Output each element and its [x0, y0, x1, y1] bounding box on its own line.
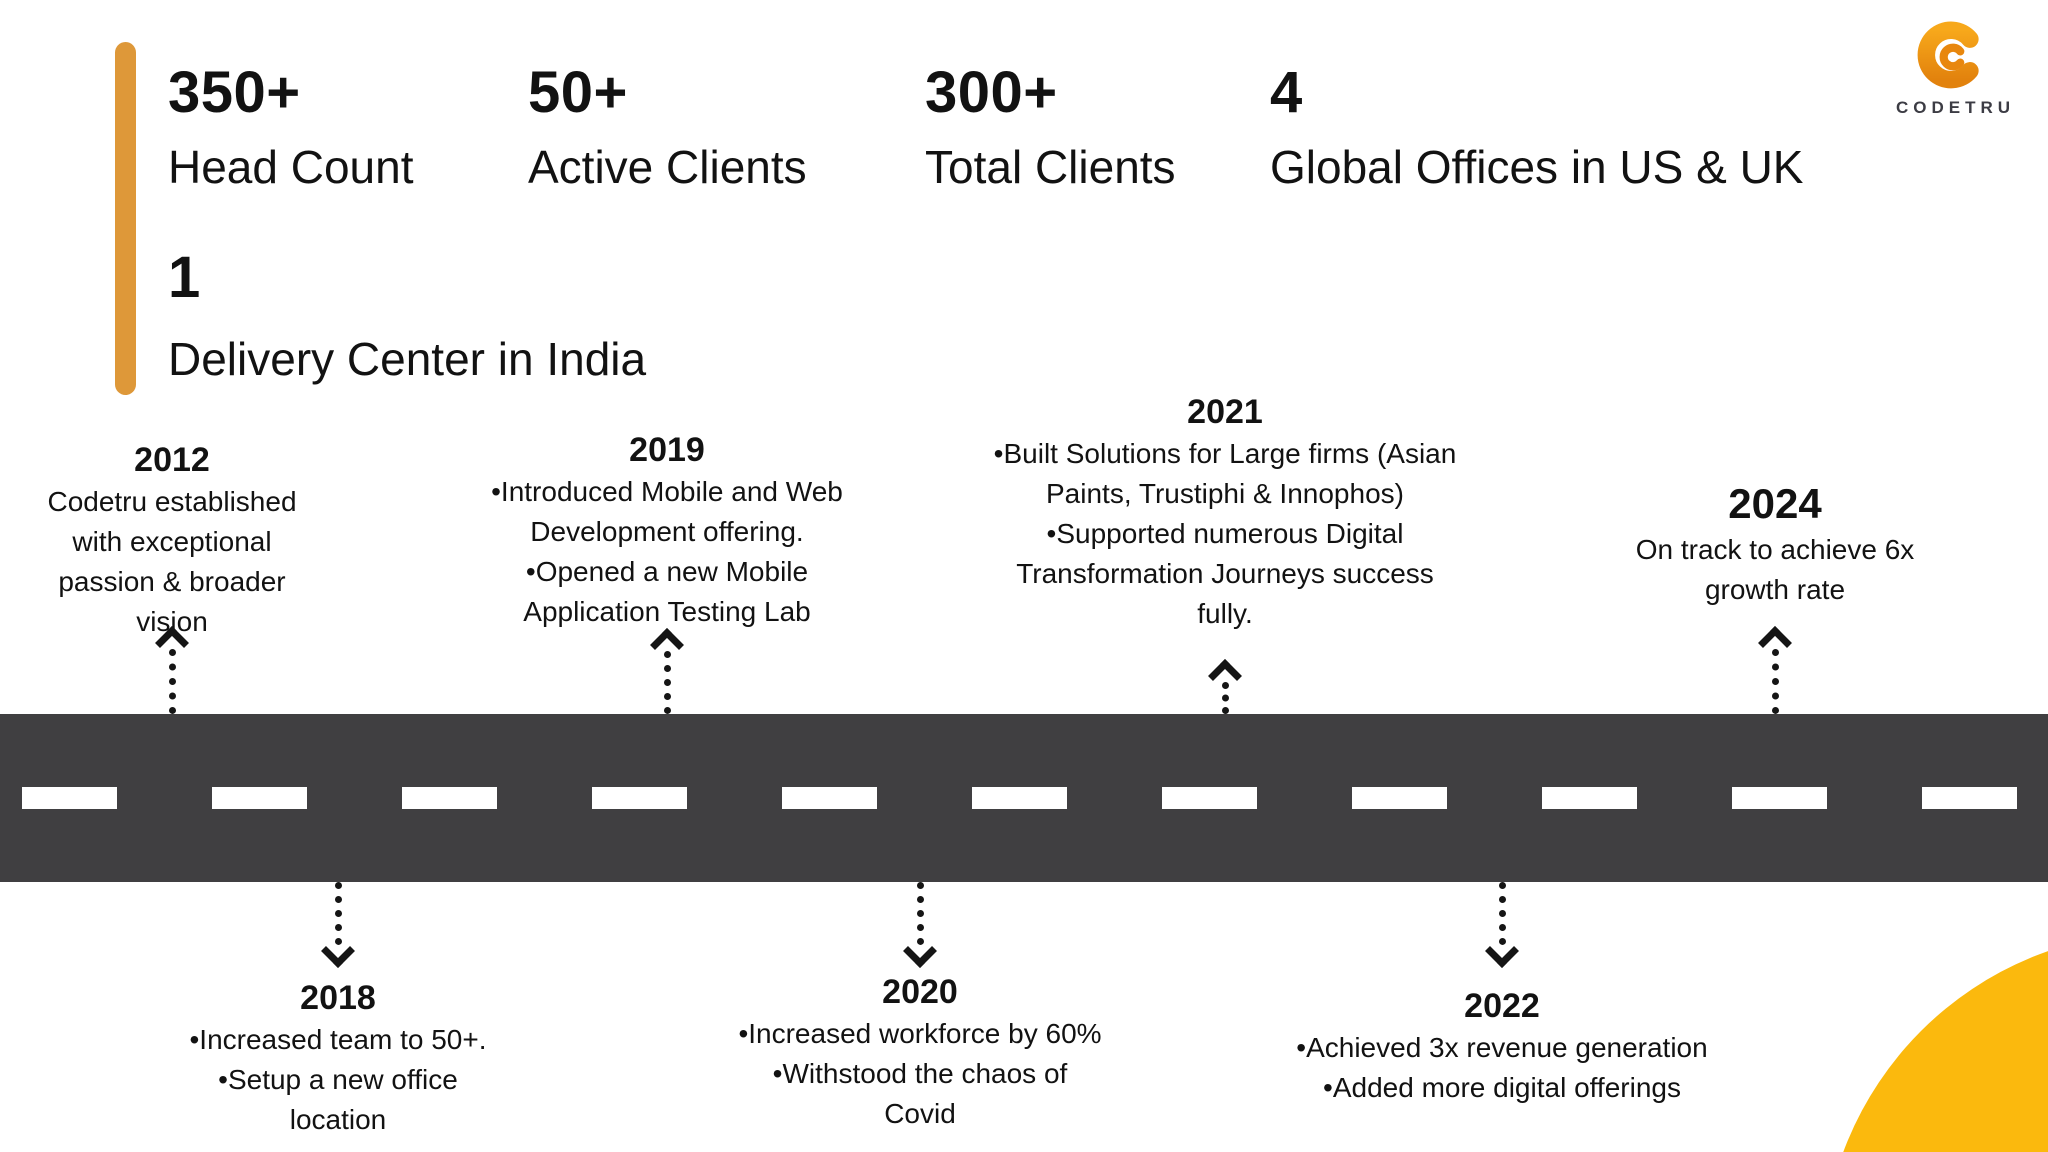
event-line: Codetru established: [47, 486, 297, 517]
up-arrow-icon: [650, 628, 684, 714]
event-year: 2024: [1728, 480, 1822, 527]
stat-label: Active Clients: [528, 141, 807, 193]
event-line: •Increased team to 50+.: [189, 1024, 487, 1055]
stat-head-count: 350+ Head Count: [168, 60, 414, 193]
event-line: with exceptional: [72, 526, 272, 557]
timeline-event-2020: 2020 •Increased workforce by 60% •Withst…: [670, 970, 1170, 1134]
event-line: •Introduced Mobile and Web: [491, 476, 843, 507]
event-line: •Added more digital offerings: [1323, 1072, 1681, 1103]
codetru-logo: CODETRU: [1896, 20, 2016, 118]
timeline-event-2022: 2022 •Achieved 3x revenue generation •Ad…: [1232, 984, 1772, 1108]
down-arrow-icon: [321, 882, 355, 968]
event-line: •Setup a new office: [218, 1064, 458, 1095]
stat-label: Delivery Center in India: [168, 333, 647, 385]
up-arrow-icon: [1208, 659, 1242, 714]
stat-label: Total Clients: [925, 141, 1176, 193]
event-year: 2019: [629, 431, 705, 469]
event-line: •Withstood the chaos of: [772, 1058, 1068, 1089]
event-line: Paints, Trustiphi & Innophos): [1046, 478, 1404, 509]
down-arrow-icon: [903, 882, 937, 968]
event-year: 2021: [1187, 393, 1263, 431]
decorative-circle: [1822, 932, 2048, 1152]
timeline-event-2018: 2018 •Increased team to 50+. •Setup a ne…: [138, 976, 538, 1140]
timeline-event-2019: 2019 •Introduced Mobile and Web Developm…: [437, 428, 897, 632]
event-line: Development offering.: [530, 516, 804, 547]
down-arrow-icon: [1485, 882, 1519, 968]
event-line: vision: [136, 606, 208, 637]
stat-value: 300+: [925, 60, 1058, 125]
event-line: fully.: [1197, 598, 1253, 629]
event-line: location: [289, 1104, 387, 1135]
timeline-event-2012: 2012 Codetru established with exceptiona…: [2, 438, 342, 642]
event-line: •Increased workforce by 60%: [738, 1018, 1102, 1049]
lane-markings: [22, 787, 2048, 809]
stat-label: Global Offices in US & UK: [1270, 141, 1804, 193]
logo-wordmark: CODETRU: [1896, 98, 2016, 117]
timeline-event-2024: 2024 On track to achieve 6x growth rate: [1585, 478, 1965, 610]
stat-delivery-center: 1 Delivery Center in India: [168, 245, 647, 385]
event-line: growth rate: [1704, 574, 1846, 605]
accent-bar: [115, 42, 136, 395]
stat-value: 50+: [528, 60, 628, 125]
up-arrow-icon: [155, 626, 189, 714]
event-line: On track to achieve 6x: [1635, 534, 1915, 565]
stat-value: 1: [168, 245, 201, 310]
event-line: •Opened a new Mobile: [525, 556, 809, 587]
stat-value: 350+: [168, 60, 301, 125]
road: [0, 714, 2048, 882]
event-line: Transformation Journeys success: [1016, 558, 1434, 589]
stat-total-clients: 300+ Total Clients: [925, 60, 1176, 193]
event-line: •Built Solutions for Large firms (Asian: [993, 438, 1457, 469]
event-year: 2022: [1464, 987, 1540, 1025]
event-line: •Achieved 3x revenue generation: [1296, 1032, 1708, 1063]
stat-global-offices: 4 Global Offices in US & UK: [1270, 60, 1804, 193]
up-arrow-icon: [1758, 626, 1792, 714]
event-year: 2012: [134, 441, 210, 479]
stat-label: Head Count: [168, 141, 414, 193]
event-line: passion & broader: [58, 566, 286, 597]
event-year: 2020: [882, 973, 958, 1011]
event-line: Covid: [884, 1098, 956, 1129]
stat-active-clients: 50+ Active Clients: [528, 60, 807, 193]
logo-c-icon: [1917, 21, 1979, 89]
event-line: Application Testing Lab: [523, 596, 811, 627]
timeline-event-2021: 2021 •Built Solutions for Large firms (A…: [935, 390, 1515, 634]
event-line: •Supported numerous Digital: [1046, 518, 1404, 549]
stat-value: 4: [1270, 60, 1303, 125]
event-year: 2018: [300, 979, 376, 1017]
